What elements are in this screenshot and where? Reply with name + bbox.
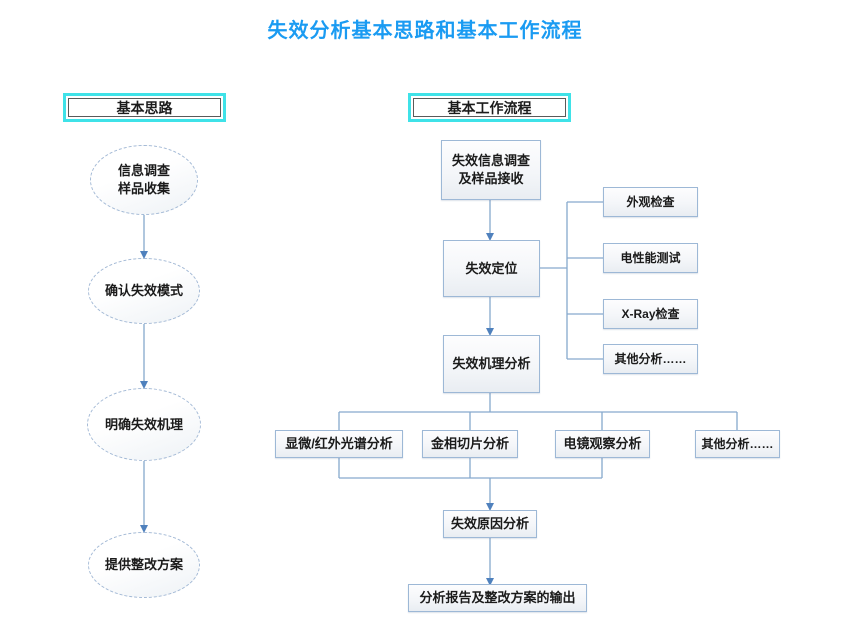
ellipse-label: 信息调查 样品收集 [117, 163, 170, 196]
flow-box-label: 分析报告及整改方案的输出 [419, 590, 576, 606]
side-box-label: X-Ray检查 [621, 306, 680, 321]
ellipse-provide-improvement-plan: 提供整改方案 [88, 532, 200, 598]
flow-box-label: 失效原因分析 [450, 516, 529, 532]
left-column-header-label: 基本思路 [68, 98, 221, 117]
page-title: 失效分析基本思路和基本工作流程 [267, 20, 583, 42]
side-box-xray-inspection: X-Ray检查 [603, 299, 698, 329]
flow-box-failure-info-survey: 失效信息调查 及样品接收 [441, 140, 541, 200]
flow-box-report-output: 分析报告及整改方案的输出 [408, 584, 587, 612]
method-box-label: 金相切片分析 [430, 436, 509, 452]
ellipse-label: 明确失效机理 [104, 416, 183, 432]
method-box-label: 电镜观察分析 [563, 436, 642, 452]
left-column-header: 基本思路 [63, 93, 226, 122]
ellipse-label: 确认失效模式 [104, 283, 183, 299]
side-box-other-analysis: 其他分析…… [603, 344, 698, 374]
flow-box-label: 失效定位 [465, 260, 518, 276]
flow-box-label: 失效机理分析 [452, 356, 531, 372]
flow-box-label: 失效信息调查 及样品接收 [451, 153, 530, 186]
side-box-visual-inspection: 外观检查 [603, 187, 698, 217]
flow-box-failure-localization: 失效定位 [443, 240, 540, 297]
method-box-label: 其他分析…… [701, 436, 774, 451]
flow-box-failure-mechanism-analysis: 失效机理分析 [443, 335, 540, 393]
right-column-header: 基本工作流程 [408, 93, 571, 122]
ellipse-label: 提供整改方案 [104, 557, 183, 573]
method-box-microscopy-ir-spectroscopy: 显微/红外光谱分析 [275, 430, 403, 458]
flow-box-failure-cause-analysis: 失效原因分析 [443, 510, 537, 538]
side-box-label: 其他分析…… [614, 351, 687, 366]
method-box-other-analysis: 其他分析…… [695, 430, 780, 458]
side-box-electrical-test: 电性能测试 [603, 243, 698, 273]
method-box-metallographic-section: 金相切片分析 [422, 430, 518, 458]
method-box-label: 显微/红外光谱分析 [285, 436, 393, 452]
ellipse-clarify-failure-mechanism: 明确失效机理 [87, 388, 201, 461]
side-box-label: 外观检查 [626, 194, 675, 209]
right-column-header-label: 基本工作流程 [413, 98, 566, 117]
ellipse-info-survey-sample-collection: 信息调查 样品收集 [90, 145, 198, 215]
ellipse-confirm-failure-mode: 确认失效模式 [88, 258, 200, 324]
method-box-electron-microscope: 电镜观察分析 [555, 430, 650, 458]
side-box-label: 电性能测试 [620, 250, 681, 265]
